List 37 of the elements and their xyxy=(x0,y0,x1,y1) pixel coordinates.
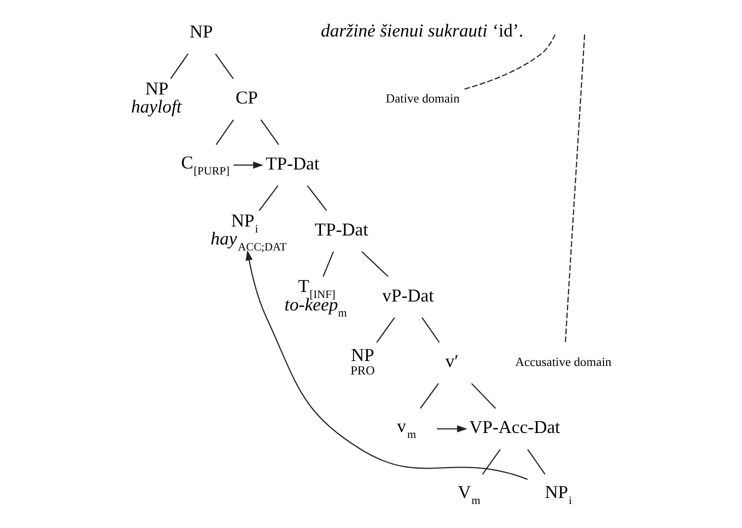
node-text: Accusative domain xyxy=(514,355,611,370)
node-text: NP$_{i}$ xyxy=(544,482,572,507)
node-text: v′ xyxy=(444,351,458,372)
connector xyxy=(214,54,234,80)
node-text: vP-Dat xyxy=(382,285,434,306)
label: daržinė šienui sukrauti ‘id’. xyxy=(320,20,523,40)
node-text: NP xyxy=(189,22,212,42)
connector xyxy=(564,34,585,342)
connector xyxy=(470,383,496,409)
connector xyxy=(482,449,500,475)
connector xyxy=(376,317,395,343)
connector xyxy=(306,185,326,211)
connector xyxy=(215,119,234,145)
node-text: NP hayloft xyxy=(130,78,182,117)
connector xyxy=(258,185,278,211)
node-text: Dative domain xyxy=(385,91,460,106)
arrow xyxy=(245,250,528,480)
node-text: CP xyxy=(235,88,258,108)
node-text: TP-Dat xyxy=(265,153,319,174)
arrow xyxy=(233,162,263,169)
node-text: v$_{m}$ xyxy=(396,416,416,441)
connector xyxy=(464,34,556,90)
node-text: NP PRO xyxy=(350,344,374,378)
node-text: TP-Dat xyxy=(314,219,368,240)
connector xyxy=(526,449,545,475)
node-text: V$_{m}$ xyxy=(457,482,480,507)
connector xyxy=(360,251,388,277)
connector xyxy=(421,317,440,343)
connector xyxy=(419,383,438,409)
connector xyxy=(170,54,188,80)
connector xyxy=(260,119,279,145)
connector xyxy=(322,251,334,277)
node-text: C$_{[PURP]}$ xyxy=(180,152,230,178)
node-text: NP$_{i}$ hay$_{ACC;DAT}$ xyxy=(210,210,286,254)
node-text: VP-Acc-Dat xyxy=(468,417,560,438)
node-text: T$_{[INF]}$ to-keep$_{m}$ xyxy=(284,276,346,320)
arrow xyxy=(436,425,467,432)
